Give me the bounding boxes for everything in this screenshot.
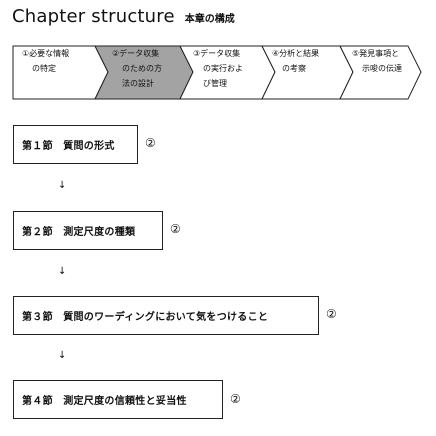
chapter-heading: Chapter structure 本章の構成 xyxy=(12,6,235,27)
section-3-box: 第３節 質問のワーディングにおいて気をつけること xyxy=(13,296,319,335)
section-2-label: 第２節 測定尺度の種類 xyxy=(22,227,136,238)
flow-arrow-1: ↓ xyxy=(58,180,67,191)
step-label-5: ⑤発見事項と 示唆の伝達 xyxy=(352,49,402,73)
process-steps: ①必要な情報 の特定 ②データ収集 のための方 法の設計 ③データ収集 の実行お… xyxy=(0,0,436,110)
section-3-label: 第３節 質問のワーディングにおいて気をつけること xyxy=(22,312,269,323)
flow-arrow-2: ↓ xyxy=(58,266,67,277)
section-4-box: 第４節 測定尺度の信頼性と妥当性 xyxy=(13,380,223,419)
section-4-ref: ② xyxy=(230,392,241,406)
section-2-ref: ② xyxy=(170,222,181,236)
section-1-ref: ② xyxy=(145,136,156,150)
heading-english: Chapter structure xyxy=(12,6,175,27)
flow-arrow-3: ↓ xyxy=(58,350,67,361)
heading-japanese: 本章の構成 xyxy=(184,14,235,25)
step-label-1: ①必要な情報 の特定 xyxy=(22,49,70,73)
section-3-ref: ② xyxy=(326,307,337,321)
step-chevron-5 xyxy=(339,45,422,100)
section-4-label: 第４節 測定尺度の信頼性と妥当性 xyxy=(22,396,187,407)
section-2-box: 第２節 測定尺度の種類 xyxy=(13,211,163,250)
step-label-4: ④分析と結果 の考察 xyxy=(272,49,320,73)
section-1-box: 第１節 質問の形式 xyxy=(13,125,138,164)
section-1-label: 第１節 質問の形式 xyxy=(22,141,115,152)
step-label-3: ③データ収集 の実行およ び管理 xyxy=(193,49,243,88)
step-label-2: ②データ収集 のための方 法の設計 xyxy=(112,49,162,88)
process-chevrons xyxy=(12,45,422,100)
